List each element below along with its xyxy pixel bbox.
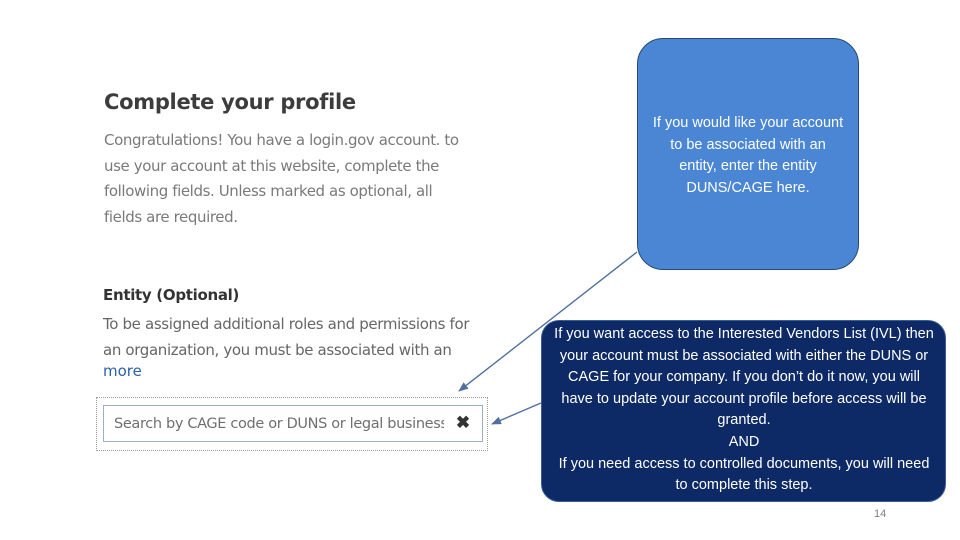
ivl-callout-text: If you want access to the Interested Ven… — [552, 324, 936, 497]
entity-description: To be assigned additional roles and perm… — [103, 315, 470, 359]
page-number: 14 — [874, 508, 887, 520]
entity-callout-text: If you would like your account to be ass… — [652, 115, 844, 196]
profile-intro-text: Congratulations! You have a login.gov ac… — [104, 131, 459, 226]
entity-search-box[interactable]: ✖ — [103, 405, 483, 442]
arrow-to-search-from-navy — [491, 402, 542, 425]
entity-heading: Entity (Optional) — [103, 286, 240, 304]
ivl-callout-and: AND — [728, 433, 760, 450]
entity-callout-box — [637, 38, 859, 270]
ivl-callout-paragraph-1: If you want access to the Interested Ven… — [554, 326, 934, 429]
page-title: Complete your profile — [104, 90, 356, 114]
search-focus-outline — [96, 397, 488, 451]
entity-search-input[interactable] — [114, 406, 444, 441]
ivl-callout-paragraph-2: If you need access to controlled documen… — [558, 455, 930, 494]
clear-icon[interactable]: ✖ — [455, 413, 471, 432]
more-link[interactable]: more — [103, 362, 142, 380]
